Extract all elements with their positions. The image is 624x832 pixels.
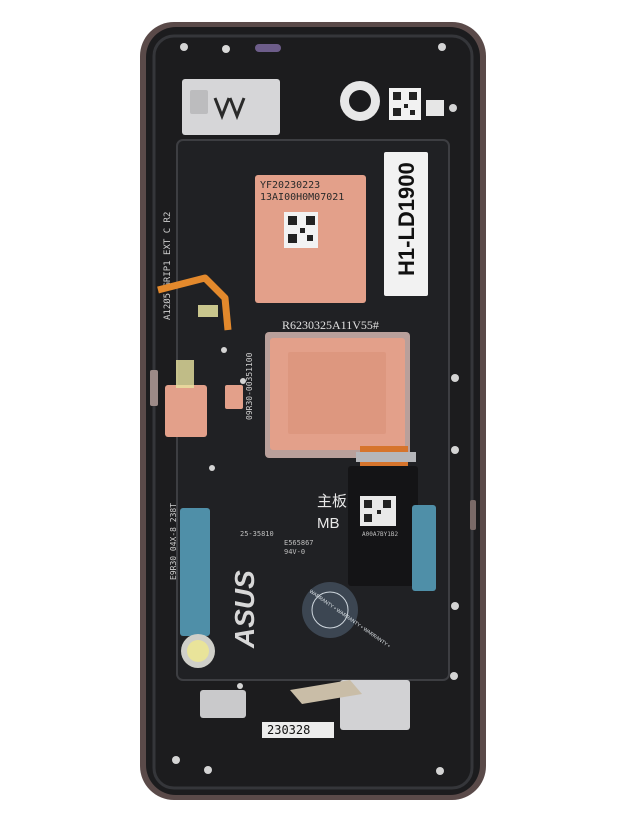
copper-inner-panel <box>288 352 386 434</box>
copper-pad-small <box>225 385 243 409</box>
cyan-tape-lower-right <box>412 505 436 591</box>
flex-tape-yellow-2 <box>176 360 194 388</box>
top-metal-bracket-cutout <box>190 90 208 114</box>
side-text-lower: E9R30 04X-8 238T <box>169 503 178 580</box>
screw-holes <box>172 43 459 775</box>
side-button-right <box>470 500 476 530</box>
qr-code-icon <box>393 92 417 116</box>
camera-lens <box>349 90 371 112</box>
gold-clip <box>290 680 362 704</box>
warranty-sticker-inner <box>311 591 349 629</box>
small-pcb-label-b: 94V-0 <box>284 548 305 556</box>
earpiece-slot <box>255 44 281 52</box>
flex-tape-yellow <box>198 305 218 317</box>
board-mb-label: MB <box>317 515 340 532</box>
side-text-left: A12Ø5 GRIP1 EXT C R2 <box>162 212 173 320</box>
flex-cable-left <box>157 274 232 331</box>
asus-logo: ASUS <box>229 570 260 649</box>
sensor-hole <box>222 45 230 53</box>
date-stamp-box <box>262 722 334 738</box>
qr-code-icon <box>364 500 391 522</box>
board-code-text: R6230325A11V55# <box>282 318 379 332</box>
small-pcb-label-c: E565867 <box>284 539 314 547</box>
model-label-sticker <box>384 152 428 296</box>
connector-flex-strip <box>356 452 416 462</box>
cyan-tape-lower <box>180 508 210 636</box>
warranty-sticker <box>302 582 358 638</box>
bracket-vv-mark <box>213 97 246 121</box>
date-stamp: 230328 <box>267 723 310 737</box>
copper-pad-left <box>165 385 207 437</box>
serial-top-line2: 13AI00H0M07021 <box>260 192 344 203</box>
model-label-text: H1-LD1900 <box>394 162 419 276</box>
serial-top-line1: YF20230223 <box>260 180 320 191</box>
side-text-mid: 09R30-00351100 <box>245 352 254 420</box>
small-pcb-label-a: 25-35810 <box>240 530 274 538</box>
qr-code-icon <box>288 216 315 243</box>
speaker-core <box>187 640 209 662</box>
small-white-tab <box>426 100 444 116</box>
small-pcb-label-d: A00A7BY1B2 <box>362 531 399 538</box>
side-button-left <box>150 370 158 406</box>
inner-rail <box>152 34 474 790</box>
lower-metal-bracket-left <box>200 690 246 718</box>
board-cn-label: 主板 <box>317 492 347 510</box>
